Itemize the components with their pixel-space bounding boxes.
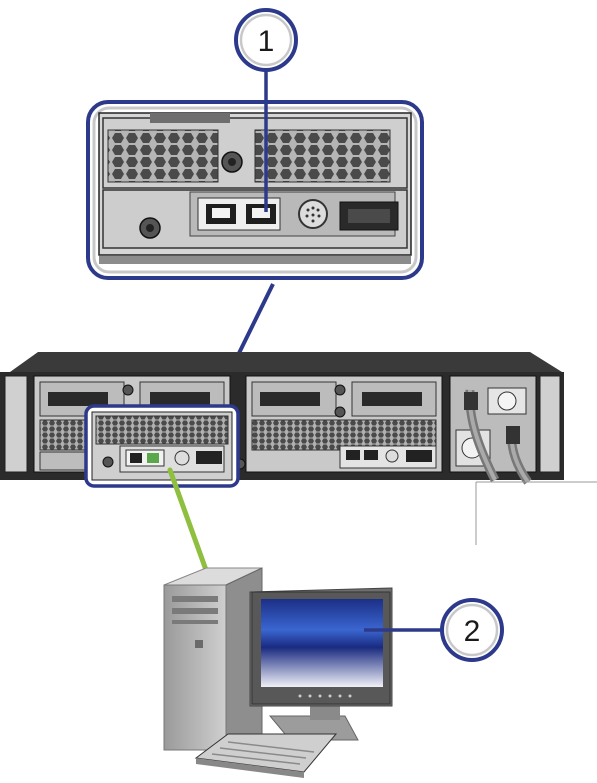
server-chassis-icon (0, 352, 564, 485)
keyboard-icon (194, 733, 338, 778)
zoomed-port-detail (86, 100, 424, 280)
ethernet-port-icon (246, 204, 276, 224)
ethernet-port-icon (147, 453, 159, 463)
callout-2-label: 2 (464, 615, 481, 648)
ethernet-cable (167, 467, 209, 573)
desktop-tower-icon (163, 567, 263, 751)
serial-port-icon (298, 199, 328, 229)
monitor-icon (249, 587, 393, 741)
highlighted-module (84, 404, 240, 488)
callout-1: 1 (234, 8, 298, 212)
callout-2: 2 (364, 598, 504, 662)
monitor-screen (261, 599, 383, 687)
callout-1-label: 1 (258, 25, 275, 58)
ethernet-port-icon (206, 204, 236, 224)
